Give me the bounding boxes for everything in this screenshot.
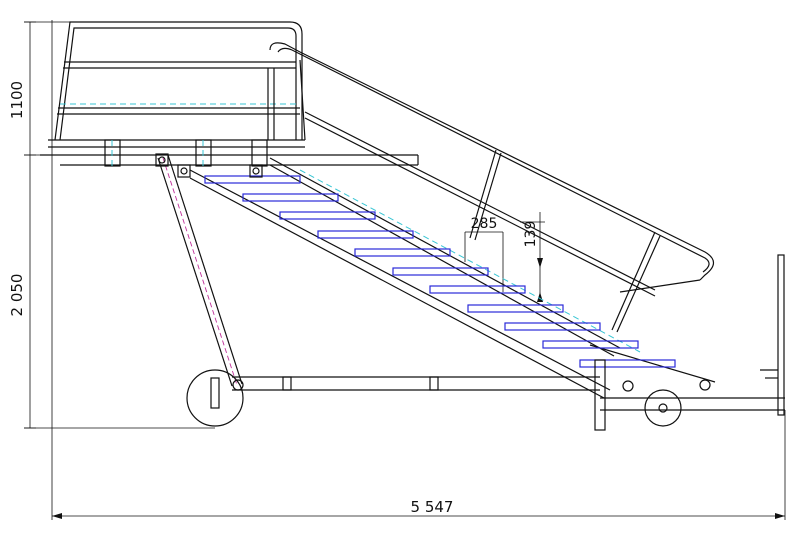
wheels xyxy=(186,369,711,427)
rear-wheel xyxy=(186,369,244,427)
overall-length-dimension: 5 547 xyxy=(411,498,454,516)
platform-guardrail xyxy=(40,21,419,167)
folding-strut xyxy=(155,153,263,387)
platform-height-dimension: 1100 xyxy=(8,81,26,119)
chassis xyxy=(232,254,785,431)
step-going-dimension: 285 xyxy=(471,216,498,232)
stair-height-dimension: 2 050 xyxy=(8,274,26,317)
step-rise-dimension: 139 xyxy=(523,221,539,248)
stair-steps xyxy=(204,175,676,368)
stair-handrail xyxy=(269,42,715,333)
front-wheel xyxy=(644,389,682,427)
stair-stringers xyxy=(189,157,716,399)
dimension-lines xyxy=(24,20,786,520)
